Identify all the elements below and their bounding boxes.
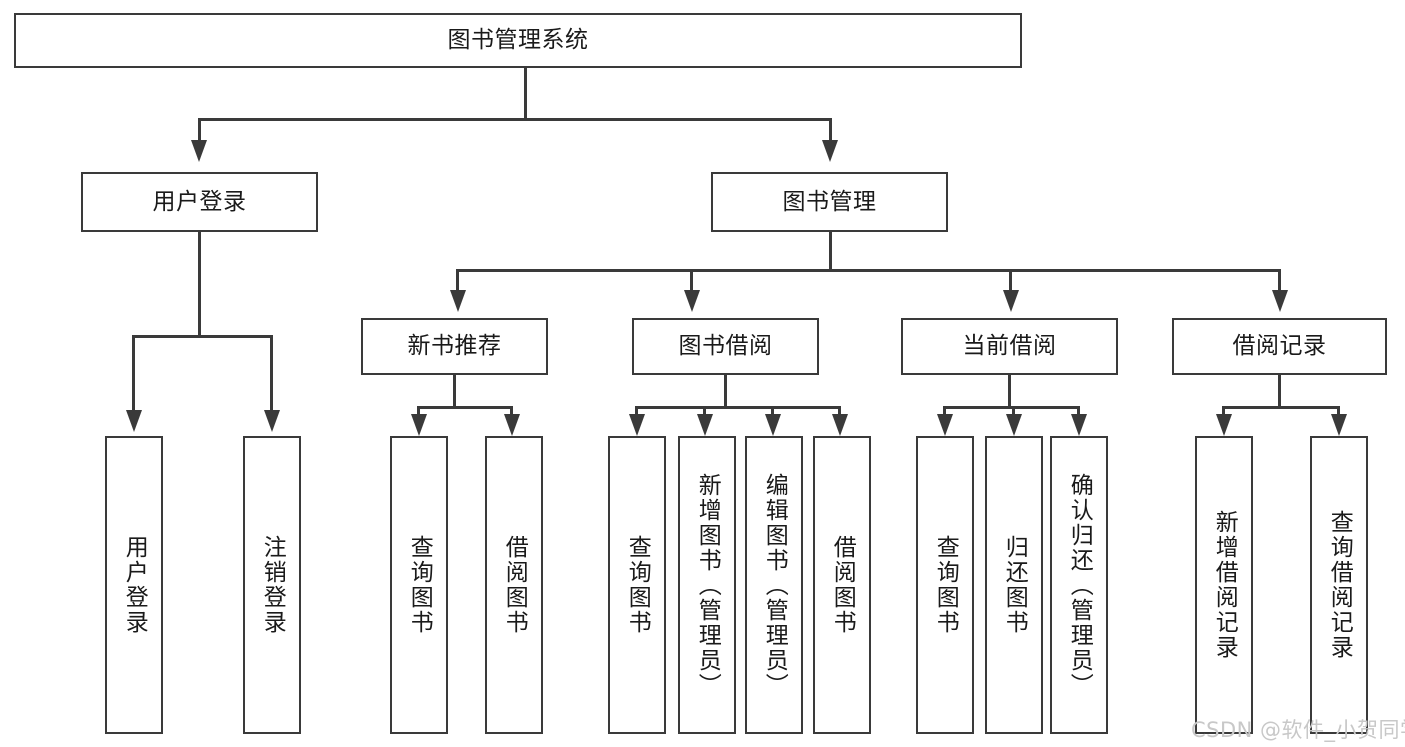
node-new-book-recommend[interactable]: 新书推荐 [361,318,548,375]
edge-book-mgmt-stem [829,232,832,269]
edge-level2-drop-new-book [456,269,459,294]
edge-current-borrow-bar [943,406,1078,409]
edge-user-login-drop-1 [132,335,135,415]
node-label: 当前借阅 [962,333,1057,360]
node-root-system[interactable]: 图书管理系统 [14,13,1022,68]
node-label: 查询借阅记录 [1326,510,1353,660]
node-current-borrow[interactable]: 当前借阅 [901,318,1118,375]
edge-level1-drop-book-mgmt [829,118,832,146]
node-label: 图书借阅 [678,333,773,360]
arrowhead-bb-edit [765,414,781,436]
arrowhead-leaf-user-login [126,410,142,432]
watermark-text: CSDN @软件_小贺同学 [1191,718,1405,742]
arrowhead-bb-add [697,414,713,436]
arrowhead-new-book [450,290,466,312]
arrowhead-nb-query [411,414,427,436]
arrowhead-bb-borrow [832,414,848,436]
edge-book-borrow-stem [724,375,727,406]
edge-user-login-drop-2 [270,335,273,415]
node-label: 编辑图书（管理员） [761,472,788,698]
node-label: 新书推荐 [407,333,502,360]
edge-bb-drop-1 [635,406,638,418]
node-label: 查询图书 [624,535,651,635]
edge-br-drop-2 [1337,406,1340,418]
edge-new-book-bar [417,406,512,409]
arrowhead-nb-borrow [504,414,520,436]
node-label: 借阅图书 [829,535,856,635]
node-book-borrow[interactable]: 图书借阅 [632,318,819,375]
node-label: 新增借阅记录 [1211,510,1238,660]
node-label: 新增图书（管理员） [694,472,721,698]
arrowhead-bb-query [629,414,645,436]
arrowhead-current [1003,290,1019,312]
arrowhead-br-query [1331,414,1347,436]
leaf-br-query-record[interactable]: 查询借阅记录 [1310,436,1368,734]
arrowhead-book-mgmt [822,140,838,162]
arrowhead-user-login [191,140,207,162]
edge-user-login-stem [198,232,201,335]
leaf-user-login[interactable]: 用户登录 [105,436,163,734]
edge-cb-drop-3 [1077,406,1080,418]
edge-level2-drop-current [1009,269,1012,294]
node-label: 用户登录 [121,535,148,635]
edge-level1-bar [198,118,832,121]
arrowhead-leaf-logout [264,410,280,432]
edge-level1-drop-user-login [198,118,201,146]
edge-level2-bar [456,269,1280,272]
leaf-nb-borrow-book[interactable]: 借阅图书 [485,436,543,734]
edge-new-book-stem [453,375,456,406]
node-label: 借阅图书 [501,535,528,635]
node-label: 图书管理 [782,188,877,215]
edge-root-stem [524,68,527,118]
arrowhead-br-add [1216,414,1232,436]
leaf-br-add-record[interactable]: 新增借阅记录 [1195,436,1253,734]
node-borrow-records[interactable]: 借阅记录 [1172,318,1387,375]
leaf-nb-query-book[interactable]: 查询图书 [390,436,448,734]
edge-bb-drop-2 [703,406,706,418]
edge-borrow-records-stem [1278,375,1281,406]
node-user-login[interactable]: 用户登录 [81,172,318,232]
node-label: 查询图书 [406,535,433,635]
node-label: 借阅记录 [1232,333,1327,360]
edge-bb-drop-4 [838,406,841,418]
node-label: 图书管理系统 [447,27,589,54]
edge-level2-drop-borrow [690,269,693,294]
node-label: 归还图书 [1001,535,1028,635]
leaf-bb-edit-book[interactable]: 编辑图书（管理员） [745,436,803,734]
leaf-cb-confirm-return[interactable]: 确认归还（管理员） [1050,436,1108,734]
arrowhead-borrow [684,290,700,312]
node-label: 查询图书 [932,535,959,635]
leaf-logout[interactable]: 注销登录 [243,436,301,734]
edge-cb-drop-2 [1012,406,1015,418]
edge-current-borrow-stem [1008,375,1011,406]
arrowhead-records [1272,290,1288,312]
leaf-bb-borrow-book[interactable]: 借阅图书 [813,436,871,734]
edge-user-login-bar [133,335,272,338]
arrowhead-cb-return [1006,414,1022,436]
edge-cb-drop-1 [943,406,946,418]
node-label: 注销登录 [259,535,286,635]
edge-book-borrow-bar [635,406,840,409]
arrowhead-cb-query [937,414,953,436]
edge-level2-drop-records [1278,269,1281,294]
node-label: 确认归还（管理员） [1066,472,1093,698]
node-label: 用户登录 [152,188,247,215]
edge-new-book-drop-2 [510,406,513,418]
edge-br-drop-1 [1222,406,1225,418]
leaf-bb-add-book[interactable]: 新增图书（管理员） [678,436,736,734]
leaf-bb-query-book[interactable]: 查询图书 [608,436,666,734]
leaf-cb-return-book[interactable]: 归还图书 [985,436,1043,734]
arrowhead-cb-confirm [1071,414,1087,436]
node-book-management[interactable]: 图书管理 [711,172,948,232]
leaf-cb-query-book[interactable]: 查询图书 [916,436,974,734]
edge-borrow-records-bar [1222,406,1339,409]
edge-bb-drop-3 [771,406,774,418]
edge-new-book-drop-1 [417,406,420,418]
